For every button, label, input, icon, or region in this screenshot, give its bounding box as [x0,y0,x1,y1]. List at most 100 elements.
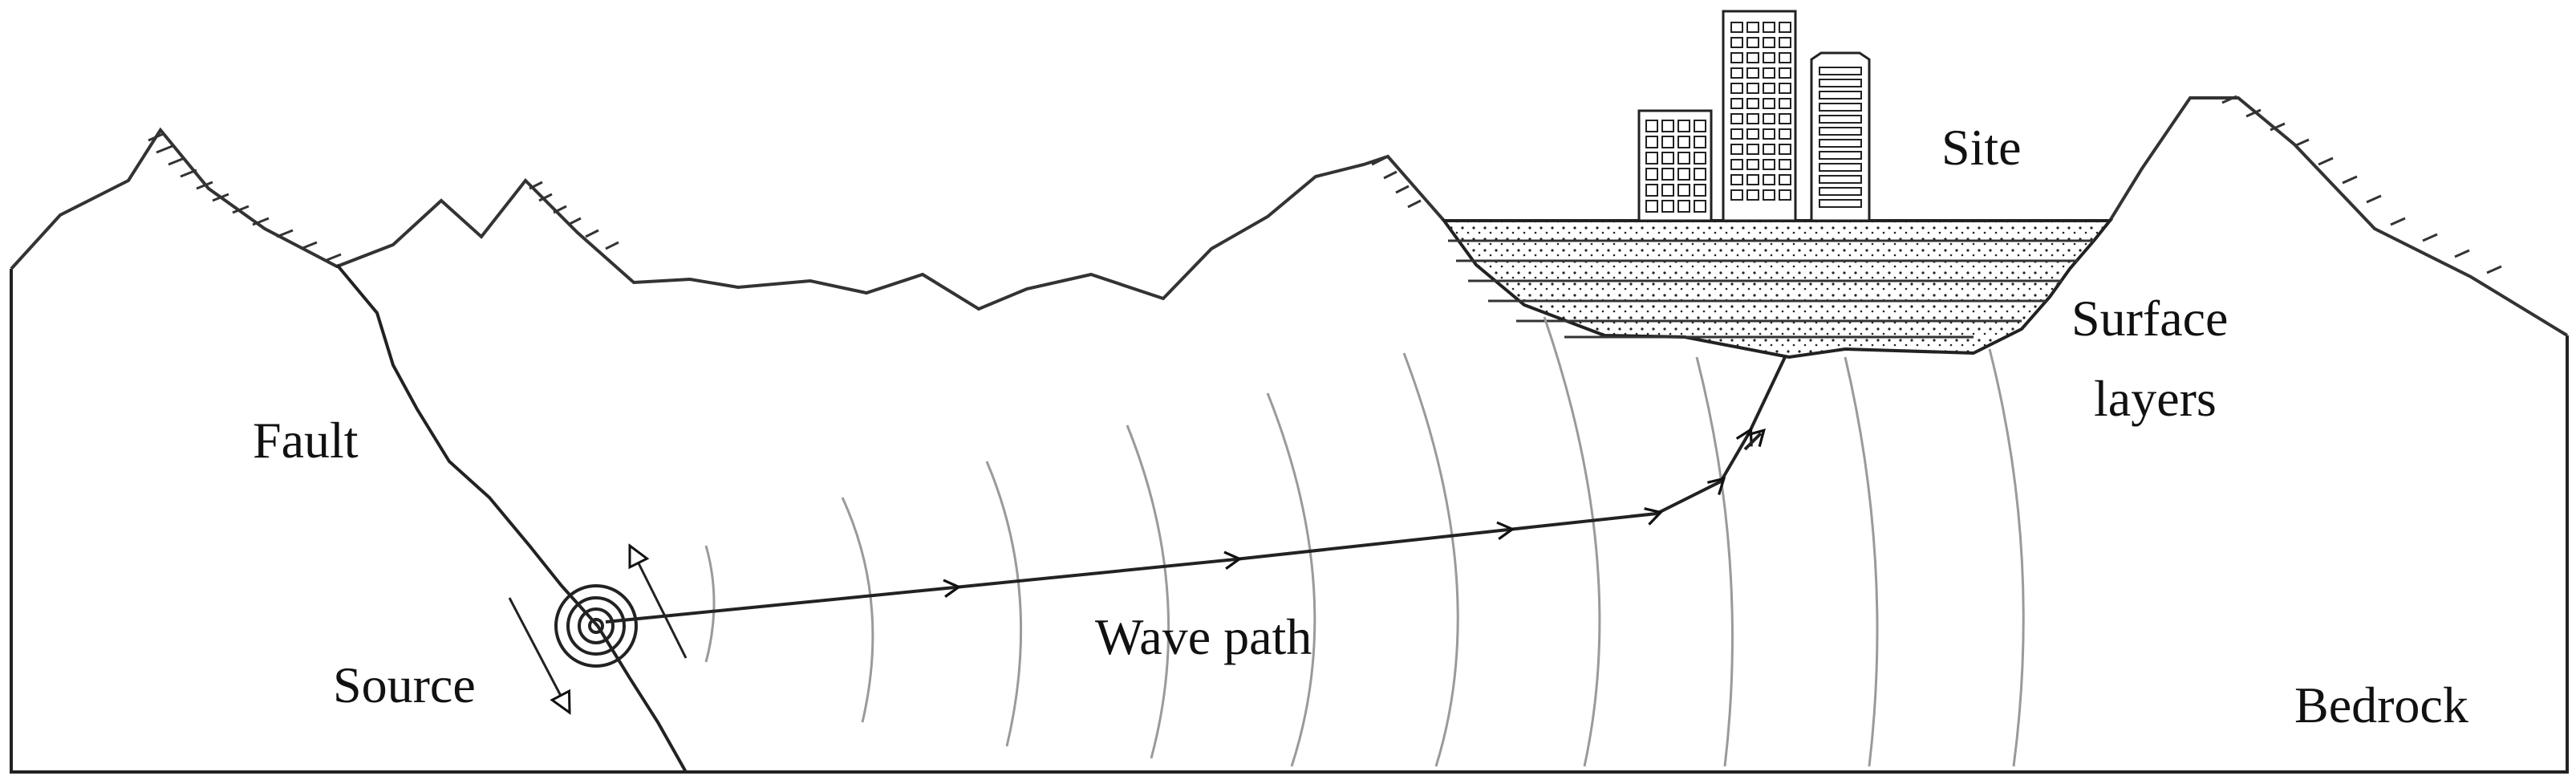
label-surface-layers-2: layers [2094,370,2217,427]
building-window [1746,37,1759,48]
building-window [1819,103,1862,112]
building-window [1677,168,1690,181]
label-source: Source [333,656,476,713]
building-window [1694,200,1706,213]
building-window [1763,128,1775,140]
building-window [1763,67,1775,79]
building-window [1819,175,1862,184]
building-window [1779,174,1791,185]
building-window [1677,152,1690,165]
building-window [1819,139,1862,148]
building-window [1645,168,1658,181]
fault-line [335,263,688,773]
building-window [1645,120,1658,132]
building-window [1763,98,1775,109]
wavefronts [704,316,2025,767]
building-window [1763,22,1775,33]
building-window [1645,152,1658,165]
building-window [1730,52,1743,63]
building-window [1746,113,1759,124]
building-window [1677,184,1690,197]
surface-layers-basin [1441,219,2114,360]
building-window [1694,152,1706,165]
building-window [1746,174,1759,185]
building-window [1779,128,1791,140]
concentric-rings-icon [554,584,638,668]
building-window [1677,120,1690,132]
building-window [1746,189,1759,201]
building-window [1645,184,1658,197]
building-window [1730,189,1743,201]
label-fault: Fault [253,412,359,469]
building-window [1819,67,1862,75]
building-window [1661,120,1674,132]
building-window [1819,79,1862,87]
building-window [1779,22,1791,33]
building-window [1746,22,1759,33]
label-surface-layers-1: Surface [2071,290,2228,347]
building-window [1677,136,1690,148]
building-window [1730,22,1743,33]
building-window [1645,136,1658,148]
building-window [1779,52,1791,63]
building-window [1661,152,1674,165]
building-window [1763,174,1775,185]
ridge-hatching [148,95,2502,274]
building-window [1661,184,1674,197]
building-window [1746,128,1759,140]
building-window [1779,98,1791,109]
label-site: Site [1941,119,2022,176]
building-window [1763,144,1775,155]
building-window [1819,151,1862,160]
wave-path-arrowhead [1743,429,1766,451]
building-window [1763,113,1775,124]
building-window [1819,199,1862,208]
building-windows [1645,22,1862,213]
ground-outline [10,269,2569,774]
wave-path-ray [605,356,1787,624]
building-window [1763,52,1775,63]
building-window [1779,83,1791,94]
label-bedrock: Bedrock [2294,676,2468,733]
building-window [1779,189,1791,201]
building-window [1661,200,1674,213]
building-window [1661,136,1674,148]
building-window [1730,83,1743,94]
building-window [1819,127,1862,136]
building-window [1819,187,1862,196]
building-window [1746,67,1759,79]
label-wave-path: Wave path [1095,608,1312,665]
building-window [1819,91,1862,100]
building-window [1763,189,1775,201]
building-window [1730,159,1743,170]
building-window [1819,163,1862,172]
building-window [1763,83,1775,94]
building-window [1779,159,1791,170]
building-window [1694,120,1706,132]
building-window [1661,168,1674,181]
building-window [1730,174,1743,185]
building-window [1730,98,1743,109]
building-window [1779,113,1791,124]
building-window [1746,159,1759,170]
building-window [1730,144,1743,155]
building-window [1763,159,1775,170]
building-window [1779,37,1791,48]
building-window [1730,37,1743,48]
building-window [1746,98,1759,109]
building-window [1694,184,1706,197]
building-window [1730,128,1743,140]
building-window [1746,144,1759,155]
building-window [1730,67,1743,79]
building-window [1645,200,1658,213]
building-window [1677,200,1690,213]
building-window [1819,115,1862,124]
building-window [1779,67,1791,79]
building-window [1763,37,1775,48]
building-window [1746,83,1759,94]
surface-layer-lines [1448,239,2094,339]
fault-slip-arrows-icon [508,546,688,713]
building-window [1746,52,1759,63]
